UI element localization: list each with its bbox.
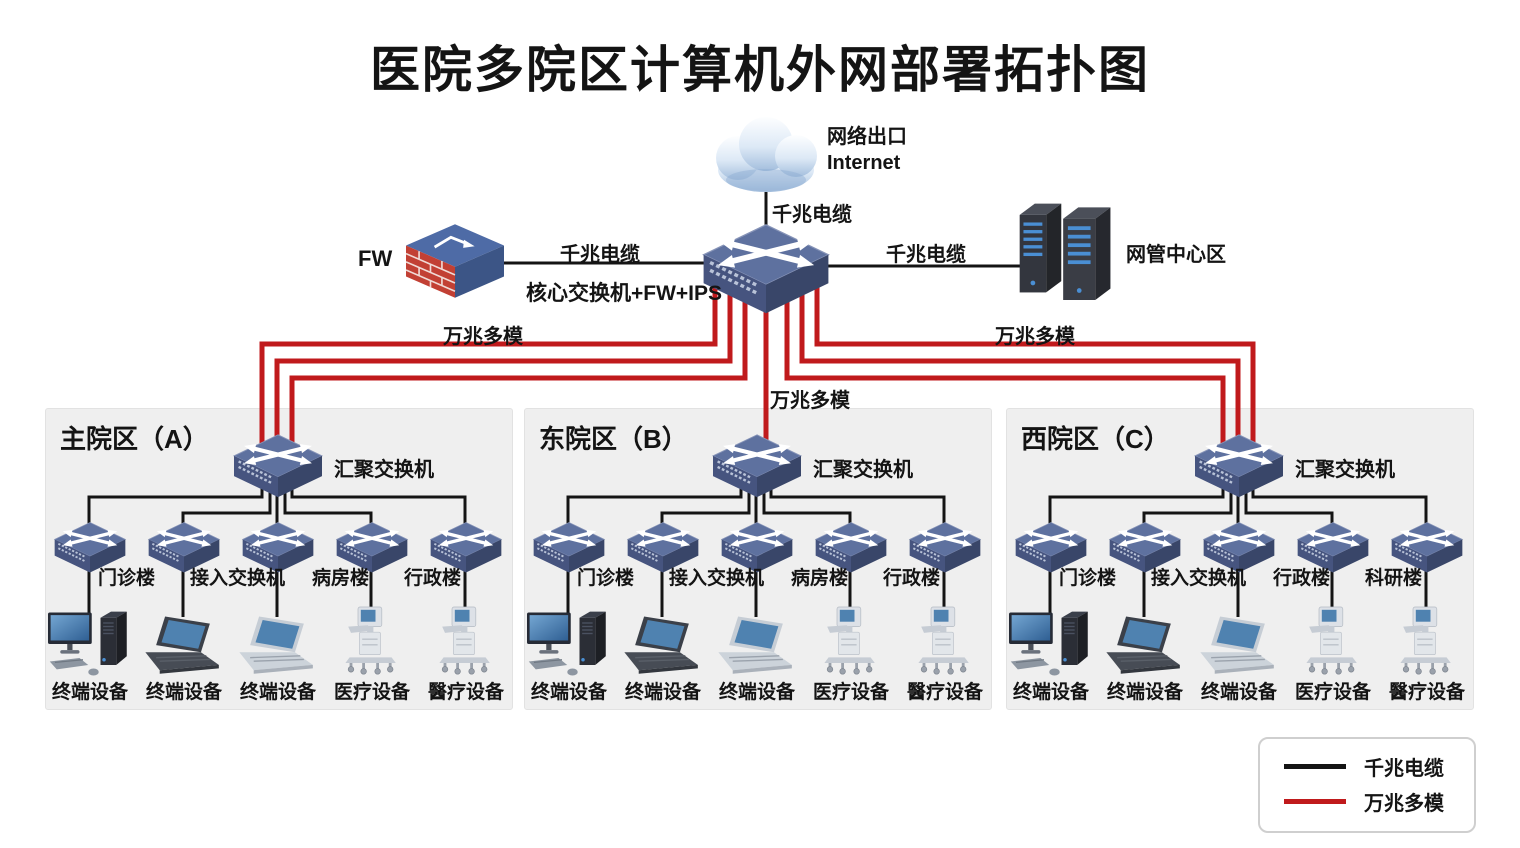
cloud-core-cable-label: 千兆电缆 [772,204,852,226]
aggregation-switch-label: 汇聚交换机 [334,459,434,481]
device-label: 终端设备 [530,682,607,703]
medical-cart-icon [1399,605,1455,679]
tengig-label-right: 万兆多模 [995,326,1075,348]
device-label: 终端设备 [145,682,222,703]
campus-title: 东院区（B） [539,424,688,454]
device-label: 终端设备 [51,682,128,703]
building-label: 门诊楼 [98,568,156,589]
internet-label-cn: 网络出口 [827,126,907,148]
device-label: 医疗设备 [812,682,889,703]
building-label: 行政楼 [1273,568,1331,589]
building-label: 接入交换机 [669,568,765,589]
campus-panel-main-a: 主院区（A） 汇聚交换机 门诊楼 接入交换机 病房楼 行政楼 终端设备 终端设备… [45,408,513,710]
internet-cloud-icon [696,108,836,200]
device-label: 终端设备 [718,682,795,703]
legend-line-tengig [1284,799,1346,804]
medical-cart-icon [438,605,494,679]
medical-cart-icon [1305,605,1361,679]
building-label: 行政楼 [883,568,941,589]
device-label: 医疗设备 [333,682,410,703]
laptop-icon [619,615,705,677]
laptop-icon [234,615,320,677]
medical-cart-icon [344,605,400,679]
internet-label-en: Internet [827,152,901,174]
diagram-title: 医院多院区计算机外网部署拓扑图 [370,42,1150,98]
campus-panel-east-b: 东院区（B） 汇聚交换机 门诊楼 接入交换机 病房楼 行政楼 终端设备 终端设备… [524,408,992,710]
laptop-icon [140,615,226,677]
device-label: 终端设备 [239,682,316,703]
medical-cart-icon [823,605,879,679]
aggregation-switch-icon [709,433,805,499]
laptop-icon [1101,615,1187,677]
core-switch-label: 核心交换机+FW+IPS [526,282,723,305]
internet-label: 网络出口 Internet [827,124,907,176]
aggregation-switch-icon [1191,433,1287,499]
aggregation-switch-label: 汇聚交换机 [813,459,913,481]
building-label: 接入交换机 [190,568,286,589]
building-label: 行政楼 [404,568,462,589]
campus-panel-west-c: 西院区（C） 汇聚交换机 门诊楼 接入交换机 行政楼 科研楼 终端设备 终端设备… [1006,408,1474,710]
desktop-icon [1007,609,1095,679]
aggregation-switch-icon [230,433,326,499]
building-label: 病房楼 [312,568,370,589]
laptop-icon [1195,615,1281,677]
device-label: 医疗设备 [1294,682,1371,703]
firewall-label: FW [358,246,393,271]
building-label: 病房楼 [791,568,849,589]
fw-core-cable-label: 千兆电缆 [560,244,640,266]
tengig-label-mid: 万兆多模 [770,390,850,412]
legend-label-tengig: 万兆多模 [1364,793,1444,815]
legend-line-gigabit [1284,764,1346,769]
device-label: 醫疗设备 [906,682,983,703]
aggregation-switch-label: 汇聚交换机 [1295,459,1395,481]
campus-title: 西院区（C） [1021,424,1170,454]
legend: 千兆电缆 万兆多模 [1258,737,1476,833]
device-label: 终端设备 [624,682,701,703]
campus-title: 主院区（A） [60,424,209,454]
legend-label-gigabit: 千兆电缆 [1364,758,1444,780]
desktop-icon [525,609,613,679]
building-label: 门诊楼 [1059,568,1117,589]
building-label: 科研楼 [1365,568,1423,589]
desktop-icon [46,609,134,679]
tengig-label-left: 万兆多模 [443,326,523,348]
medical-cart-icon [917,605,973,679]
building-label: 门诊楼 [577,568,635,589]
firewall-icon [406,220,504,302]
device-label: 醫疗设备 [1388,682,1465,703]
nms-server-icon [1014,190,1118,306]
device-label: 终端设备 [1200,682,1277,703]
nms-label: 网管中心区 [1126,244,1226,266]
building-label: 接入交换机 [1151,568,1247,589]
laptop-icon [713,615,799,677]
device-label: 终端设备 [1012,682,1089,703]
device-label: 终端设备 [1106,682,1183,703]
device-label: 醫疗设备 [427,682,504,703]
core-nms-cable-label: 千兆电缆 [886,244,966,266]
